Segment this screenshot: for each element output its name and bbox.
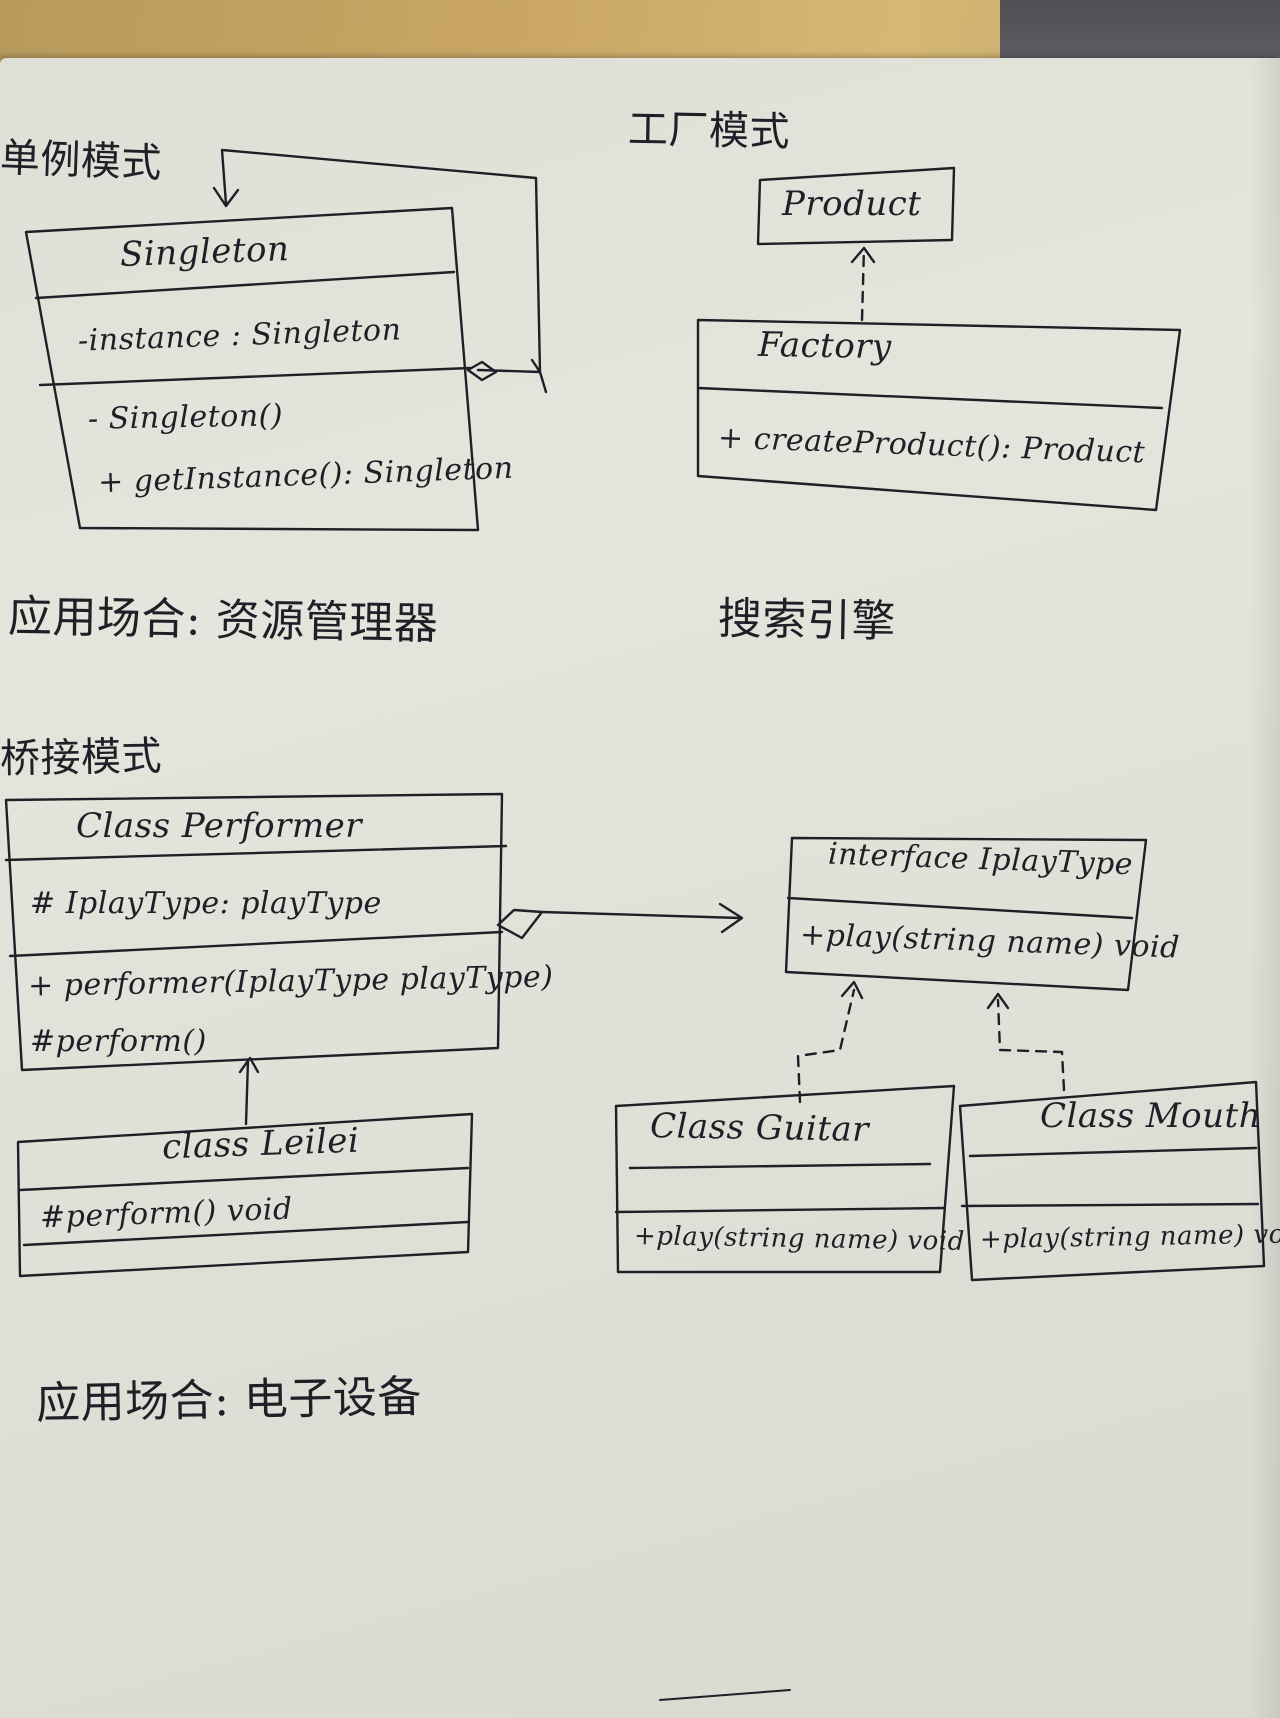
bridge-usage: 应用场合: 电子设备 xyxy=(35,1371,423,1430)
factory-class-box xyxy=(696,318,1182,512)
singleton-heading: 单例模式 xyxy=(0,135,163,187)
factory-usage: 搜索引擎 xyxy=(717,593,897,648)
singleton-class-box xyxy=(24,206,480,532)
singleton-usage: 应用场合: 资源管理器 xyxy=(7,591,439,650)
leilei-inheritance-arrow xyxy=(238,1056,260,1126)
mouth-realization-arrow xyxy=(996,998,1066,1092)
bridge-heading: 桥接模式 xyxy=(0,733,163,783)
product-box xyxy=(756,166,956,246)
leilei-class-box xyxy=(16,1112,474,1278)
performer-method-2: #perform() xyxy=(30,1024,207,1059)
interface-box xyxy=(784,836,1148,992)
factory-dependency-arrow xyxy=(860,246,866,322)
singleton-class-name: Singleton xyxy=(119,229,291,275)
mouth-class-name: Class Mouth xyxy=(1040,1096,1262,1136)
mouth-class-box xyxy=(958,1080,1266,1282)
performer-to-interface-aggregation xyxy=(496,902,744,940)
mouth-method: +play(string name) void xyxy=(979,1219,1280,1255)
product-class-name: Product xyxy=(782,184,922,224)
performer-class-box xyxy=(4,792,508,1072)
guitar-class-box xyxy=(614,1084,956,1274)
factory-class-name: Factory xyxy=(757,324,893,368)
singleton-self-association xyxy=(212,148,548,394)
guitar-realization-arrow xyxy=(796,988,856,1104)
guitar-class-name: Class Guitar xyxy=(649,1106,870,1150)
performer-attribute: # IplayType: playType xyxy=(30,886,382,921)
page-edge-shadow xyxy=(1250,58,1280,1718)
guitar-method: +play(string name) void xyxy=(633,1221,966,1257)
leilei-class-name: class Leilei xyxy=(161,1120,360,1168)
notebook-page xyxy=(0,58,1280,1718)
factory-heading: 工厂模式 xyxy=(627,106,791,156)
performer-class-name: Class Performer xyxy=(76,806,363,846)
singleton-method-1: - Singleton() xyxy=(87,398,284,437)
